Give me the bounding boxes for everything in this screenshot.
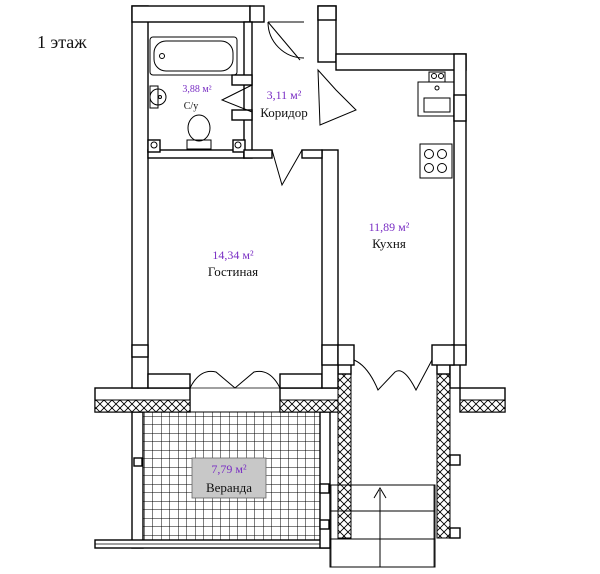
hatched-wall-mid [337,361,352,539]
kitchen-door [317,68,357,126]
bathroom-bottom-wall [147,149,245,159]
kitchen-balcony-door [353,359,433,392]
entrance-door [267,21,305,61]
outer-wall-top [131,5,251,23]
kitchen-area: 11,89 м² [369,220,410,234]
outer-wall-left [131,5,149,389]
floor-label: 1 этаж [37,32,87,52]
kitchen-name: Кухня [372,236,406,251]
veranda-area: 7,79 м² [211,462,247,476]
kitchen-top-wall [335,53,467,71]
stairs [329,484,436,568]
stove [419,143,453,179]
kitchen-sink [417,71,455,117]
corridor-name: Коридор [260,105,308,120]
corridor-area: 3,11 м² [267,88,302,102]
living-area: 14,34 м² [212,248,254,262]
living-name: Гостиная [208,264,258,279]
bathtub [149,36,238,76]
toilet [186,114,212,150]
bathroom-name: С/у [184,101,198,112]
living-balcony-door [189,370,281,389]
living-door [271,149,303,187]
sink-bathroom [149,85,167,109]
veranda-label-box [191,457,267,499]
bathroom-right-wall [243,21,253,159]
bathroom-door [220,84,253,113]
veranda-name: Веранда [206,480,252,495]
partition-living-kitchen [321,149,339,389]
hatched-wall-right [436,361,451,539]
veranda-left-rail [131,411,144,549]
bathroom-area: 3,88 м² [182,84,211,95]
